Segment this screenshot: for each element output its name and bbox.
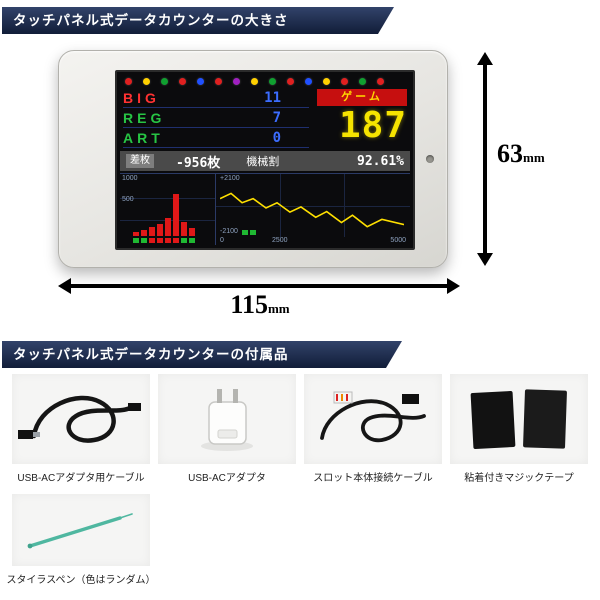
- reg-label: REG: [123, 109, 166, 126]
- diff-histogram: [133, 188, 210, 236]
- gridline: [344, 174, 345, 237]
- slump-axis-top: +2100: [220, 175, 240, 182]
- slump-graph-panel: +2100 -2100 0 2500 5000: [216, 174, 410, 245]
- sensor-dot: [426, 155, 434, 163]
- photo-slot-connection-cable: [304, 374, 442, 464]
- width-dimension: 115mm: [195, 290, 325, 320]
- result-cells: [133, 238, 195, 243]
- height-dimension: 63mm: [497, 139, 545, 169]
- counter-row-reg: REG 7: [123, 108, 309, 128]
- big-value: 11: [264, 89, 281, 106]
- height-unit: mm: [523, 150, 545, 165]
- photo-velcro-tape: [450, 374, 588, 464]
- section-banner-size-label: タッチパネル式データカウンターの大きさ: [13, 13, 289, 28]
- width-arrow: [58, 278, 460, 294]
- data-counter-device: BIG 11 REG 7 ART 0 ゲーム 187 差枚 -956枚 機械割 …: [58, 50, 448, 268]
- x-tick-5000: 5000: [390, 237, 406, 244]
- photo-usb-ac-adapter: [158, 374, 296, 464]
- graph-area: 1000 500 +2100 -2100 0 2500 5000: [120, 173, 410, 245]
- counter-row-art: ART 0: [123, 128, 309, 148]
- photo-usb-ac-cable: [12, 374, 150, 464]
- section-banner-accessories: タッチパネル式データカウンターの付属品: [2, 341, 402, 368]
- x-tick-0: 0: [220, 237, 224, 244]
- slump-result-cells: [242, 230, 256, 235]
- stats-row: 差枚 -956枚 機械割 92.61%: [120, 151, 410, 171]
- histogram-panel: 1000 500: [120, 174, 216, 245]
- stylus-illustration: [27, 513, 133, 549]
- slump-axis-bottom: -2100: [220, 228, 238, 235]
- slump-line: [220, 193, 404, 226]
- counter-row-big: BIG 11: [123, 88, 309, 108]
- usb-cable-illustration: [18, 395, 141, 443]
- reg-value: 7: [272, 109, 281, 126]
- slot-symbol-strip: [125, 76, 405, 87]
- y-axis-label-500: 500: [122, 196, 134, 203]
- width-value: 115: [230, 290, 268, 319]
- big-label: BIG: [123, 89, 160, 106]
- payout-rate-value: 92.61%: [357, 153, 404, 169]
- diff-label: 差枚: [126, 154, 154, 168]
- caption-stylus-pen: スタイラスペン（色はランダム）: [6, 575, 156, 586]
- x-tick-2500: 2500: [272, 237, 288, 244]
- game-count: 187: [338, 105, 407, 146]
- height-value: 63: [497, 139, 523, 168]
- photo-stylus-pen: [12, 494, 150, 566]
- art-value: 0: [272, 129, 281, 146]
- gridline: [216, 206, 410, 207]
- section-banner-size: タッチパネル式データカウンターの大きさ: [2, 7, 394, 34]
- caption-slot-connection-cable: スロット本体接続ケーブル: [313, 473, 433, 484]
- device-screen: BIG 11 REG 7 ART 0 ゲーム 187 差枚 -956枚 機械割 …: [115, 70, 415, 250]
- diff-value: -956枚: [176, 155, 221, 171]
- game-header: ゲーム: [317, 89, 407, 106]
- ac-adapter-illustration: [201, 389, 253, 451]
- section-banner-accessories-label: タッチパネル式データカウンターの付属品: [13, 347, 289, 362]
- art-label: ART: [123, 129, 164, 146]
- slump-line-chart: [220, 183, 404, 235]
- y-axis-label-1000: 1000: [122, 175, 138, 182]
- gridline: [120, 198, 215, 199]
- velcro-illustration: [470, 389, 567, 449]
- width-unit: mm: [267, 301, 290, 316]
- slot-cable-illustration: [320, 391, 426, 443]
- height-arrow: [477, 52, 493, 266]
- caption-usb-ac-adapter: USB-ACアダプタ: [188, 473, 266, 484]
- caption-usb-ac-cable: USB-ACアダプタ用ケーブル: [17, 473, 145, 484]
- payout-rate-label: 機械割: [246, 156, 280, 168]
- caption-velcro-tape: 粘着付きマジックテープ: [464, 473, 574, 484]
